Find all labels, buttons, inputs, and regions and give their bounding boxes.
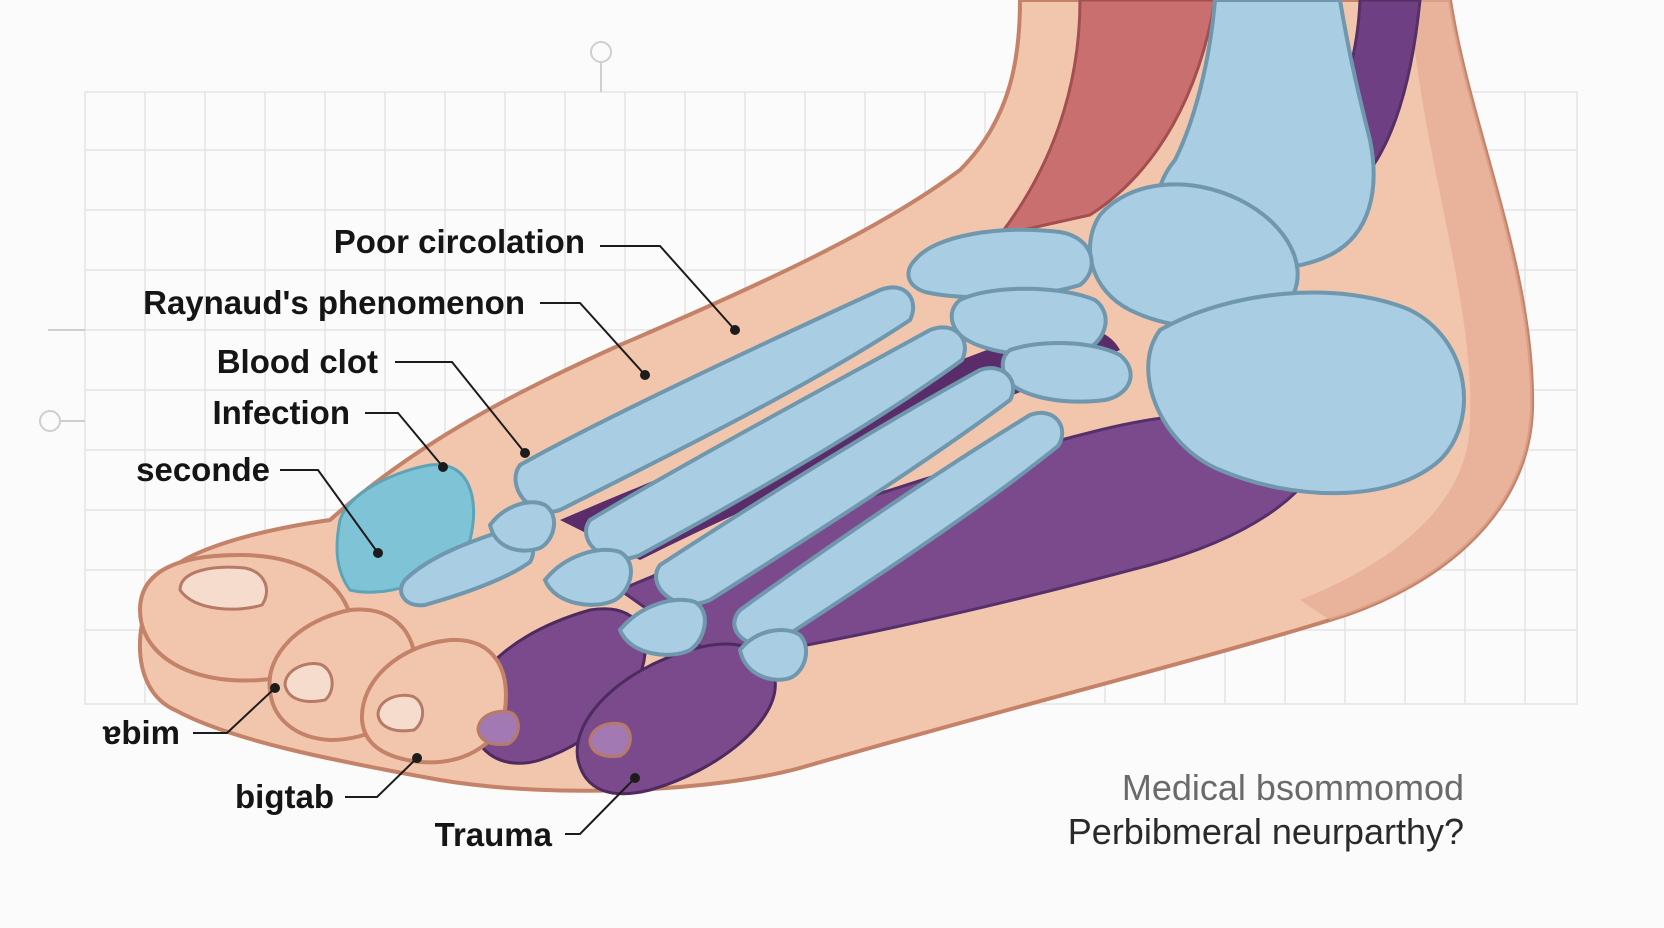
label-blood-clot: Blood clot [216, 343, 378, 380]
caption-line-1: Medical bsommomod [1121, 767, 1464, 808]
calcaneus-bone [1146, 290, 1466, 496]
calf-muscle-red [996, 0, 1217, 238]
phalanx-bones [399, 500, 809, 682]
leader-lines [193, 245, 736, 835]
label-bigtab: bigtab [235, 778, 334, 815]
label-poor-circulation: Poor circolation [333, 223, 585, 260]
label-seconde: seconde [136, 451, 270, 488]
metatarsal-bones [513, 285, 1065, 647]
measure-marks [39, 41, 612, 432]
ankle-skin-shade [1300, 0, 1533, 620]
leader-dots [270, 325, 740, 783]
label-upim: ɐbim [102, 714, 180, 751]
caption-line-2: Perbibmeral neurparthy? [1067, 811, 1464, 852]
label-raynauds-phenomenon: Raynaud's phenomenon [143, 284, 525, 321]
label-infection: Infection [212, 394, 351, 431]
label-trauma: Trauma [434, 816, 552, 853]
toenails [178, 565, 632, 758]
